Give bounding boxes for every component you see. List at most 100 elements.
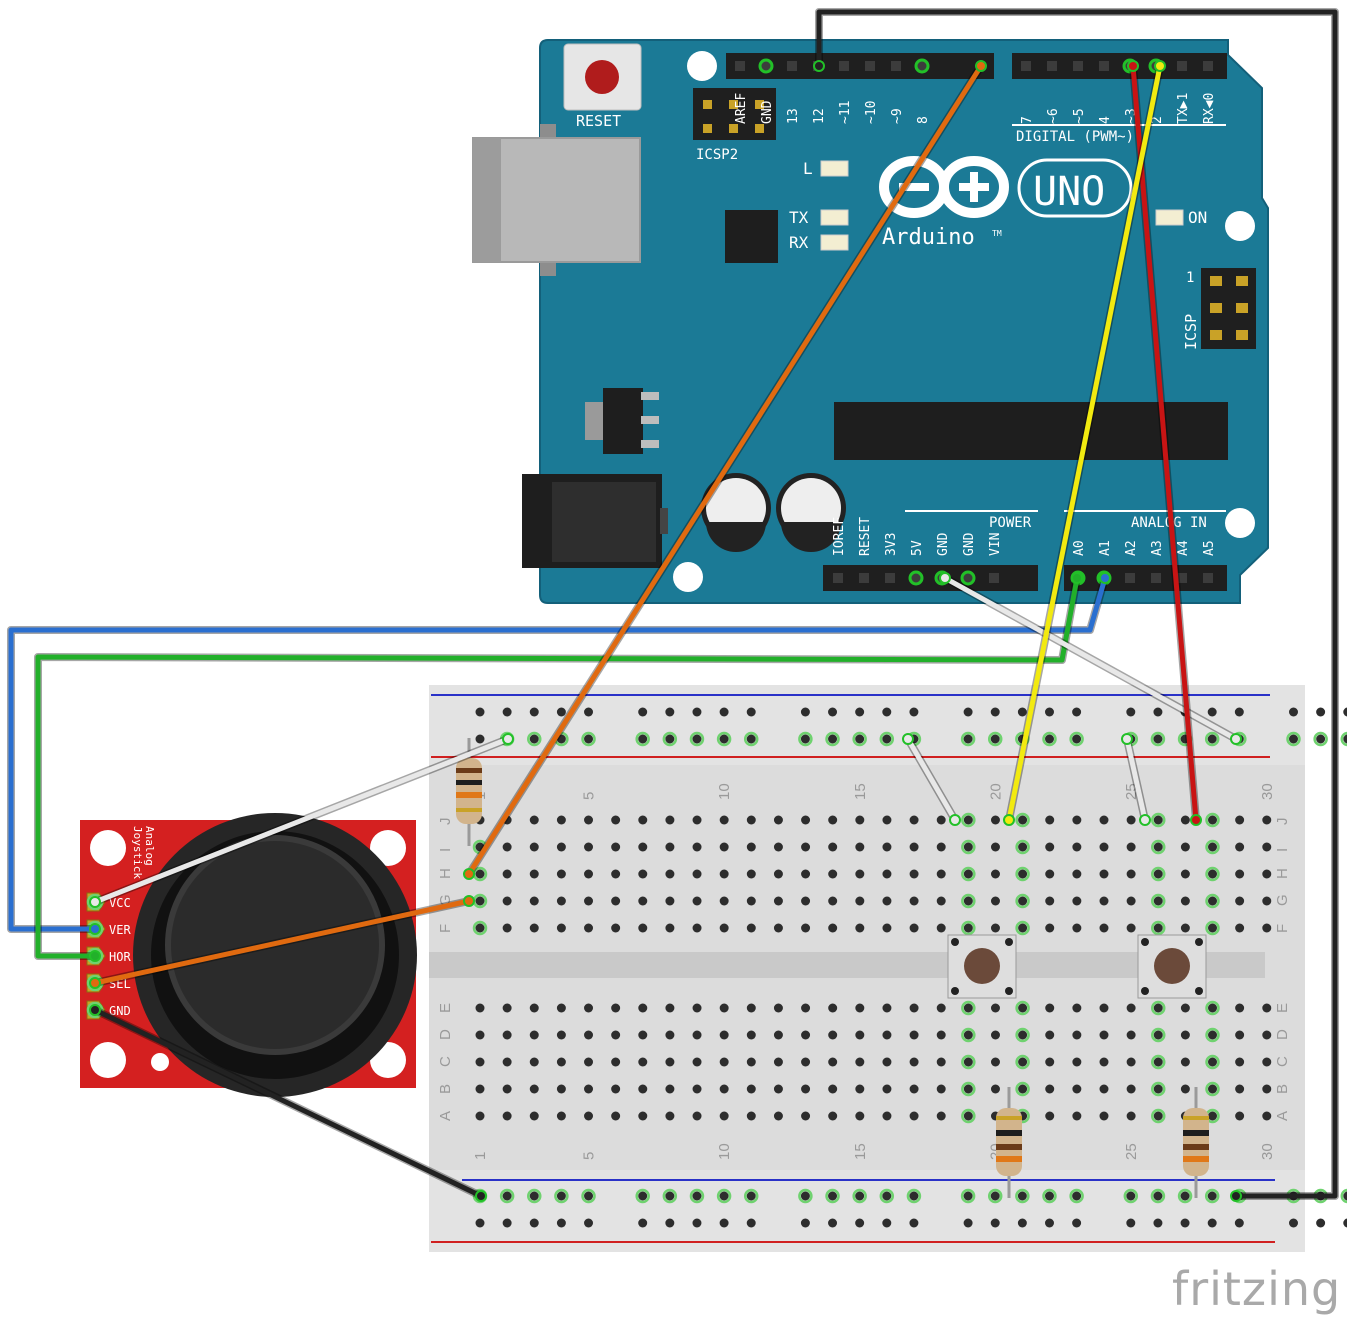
wire-end[interactable] bbox=[939, 572, 951, 584]
breadboard-hole bbox=[909, 896, 919, 906]
usb-chip bbox=[725, 210, 778, 263]
breadboard-hole bbox=[1153, 896, 1163, 906]
wire-end[interactable] bbox=[475, 1190, 487, 1202]
header-pin[interactable] bbox=[1073, 61, 1083, 71]
wire-end[interactable] bbox=[1190, 814, 1202, 826]
wire-end[interactable] bbox=[89, 977, 101, 989]
breadboard-hole bbox=[502, 1057, 512, 1067]
wire-end[interactable] bbox=[1230, 733, 1242, 745]
rail-hole bbox=[692, 707, 702, 717]
rail-hole bbox=[502, 707, 512, 717]
breadboard-hole bbox=[882, 1111, 892, 1121]
breadboard-hole bbox=[692, 923, 702, 933]
gnd-wire[interactable] bbox=[92, 1007, 484, 1199]
gnd-wire[interactable] bbox=[816, 9, 1338, 1199]
vcc-wire[interactable] bbox=[1124, 736, 1148, 823]
pin2-wire[interactable] bbox=[1006, 63, 1163, 823]
pin-label: ~10 bbox=[864, 101, 879, 124]
rail-hole bbox=[638, 707, 648, 717]
header-pin[interactable] bbox=[761, 61, 771, 71]
header-pin[interactable] bbox=[1125, 573, 1135, 583]
breadboard-hole bbox=[1180, 815, 1190, 825]
header-pin[interactable] bbox=[891, 61, 901, 71]
wire-end[interactable] bbox=[502, 733, 514, 745]
breadboard-hole bbox=[746, 1111, 756, 1121]
push-button[interactable] bbox=[1137, 934, 1207, 999]
header-pin[interactable] bbox=[735, 61, 745, 71]
pin-label: RESET bbox=[858, 517, 873, 556]
wire-end[interactable] bbox=[1071, 572, 1083, 584]
breadboard-hole bbox=[746, 1084, 756, 1094]
breadboard-hole bbox=[1235, 1084, 1245, 1094]
wire-end[interactable] bbox=[463, 895, 475, 907]
vcc-wire[interactable] bbox=[905, 736, 958, 823]
push-button[interactable] bbox=[947, 934, 1017, 999]
sel-wire[interactable] bbox=[92, 898, 472, 986]
breadboard-hole bbox=[1262, 1030, 1272, 1040]
power-header bbox=[823, 565, 1038, 591]
pin-label: TX▶1 bbox=[1176, 93, 1191, 124]
breadboard-hole bbox=[475, 923, 485, 933]
wire-end[interactable] bbox=[975, 60, 987, 72]
wire-end[interactable] bbox=[1099, 572, 1111, 584]
header-pin[interactable] bbox=[865, 61, 875, 71]
header-pin[interactable] bbox=[1047, 61, 1057, 71]
rail-hole bbox=[746, 734, 756, 744]
header-pin[interactable] bbox=[917, 61, 927, 71]
header-pin[interactable] bbox=[833, 573, 843, 583]
header-pin[interactable] bbox=[839, 61, 849, 71]
header-pin[interactable] bbox=[787, 61, 797, 71]
wire-end[interactable] bbox=[463, 868, 475, 880]
wire-end[interactable] bbox=[1003, 814, 1015, 826]
wire-end[interactable] bbox=[1154, 60, 1166, 72]
wire-end[interactable] bbox=[1230, 1190, 1242, 1202]
wire-end[interactable] bbox=[1127, 60, 1139, 72]
breadboard-hole bbox=[1018, 842, 1028, 852]
led-rx bbox=[820, 234, 849, 251]
wire-end[interactable] bbox=[89, 896, 101, 908]
hor-wire[interactable] bbox=[35, 575, 1080, 959]
header-pin[interactable] bbox=[1177, 61, 1187, 71]
breadboard-hole bbox=[963, 869, 973, 879]
wire-end[interactable] bbox=[89, 923, 101, 935]
wire-end[interactable] bbox=[89, 1004, 101, 1016]
pin3-wire[interactable] bbox=[1130, 63, 1199, 823]
header-pin[interactable] bbox=[1021, 61, 1031, 71]
breadboard-hole bbox=[990, 815, 1000, 825]
header-pin[interactable] bbox=[911, 573, 921, 583]
breadboard-hole bbox=[692, 869, 702, 879]
reset-button[interactable] bbox=[563, 43, 642, 111]
header-pin[interactable] bbox=[963, 573, 973, 583]
sel-wire[interactable] bbox=[466, 63, 984, 877]
breadboard-hole bbox=[882, 1057, 892, 1067]
pin-label: ~6 bbox=[1046, 108, 1061, 124]
breadboard-hole bbox=[719, 896, 729, 906]
breadboard-hole bbox=[1126, 1084, 1136, 1094]
breadboard-hole bbox=[746, 1030, 756, 1040]
header-pin[interactable] bbox=[1151, 573, 1161, 583]
header-pin[interactable] bbox=[1177, 573, 1187, 583]
wire-end[interactable] bbox=[949, 814, 961, 826]
breadboard-hole bbox=[1126, 923, 1136, 933]
pin-label: 13 bbox=[786, 108, 801, 124]
rail-hole bbox=[963, 707, 973, 717]
wire-end[interactable] bbox=[89, 950, 101, 962]
wire-end[interactable] bbox=[902, 733, 914, 745]
wire-end[interactable] bbox=[813, 60, 825, 72]
header-pin[interactable] bbox=[1203, 61, 1213, 71]
rail-hole bbox=[990, 707, 1000, 717]
wire-end[interactable] bbox=[1121, 733, 1133, 745]
header-pin[interactable] bbox=[885, 573, 895, 583]
wire-end[interactable] bbox=[1139, 814, 1151, 826]
header-pin[interactable] bbox=[1099, 61, 1109, 71]
breadboard-hole bbox=[909, 1057, 919, 1067]
vcc-wire[interactable] bbox=[92, 736, 511, 905]
header-pin bbox=[703, 124, 712, 133]
header-pin[interactable] bbox=[1203, 573, 1213, 583]
breadboard-hole bbox=[773, 815, 783, 825]
rail-hole bbox=[1044, 707, 1054, 717]
row-letter: A bbox=[437, 1111, 454, 1121]
breadboard-hole bbox=[1126, 1030, 1136, 1040]
header-pin[interactable] bbox=[859, 573, 869, 583]
header-pin[interactable] bbox=[989, 573, 999, 583]
